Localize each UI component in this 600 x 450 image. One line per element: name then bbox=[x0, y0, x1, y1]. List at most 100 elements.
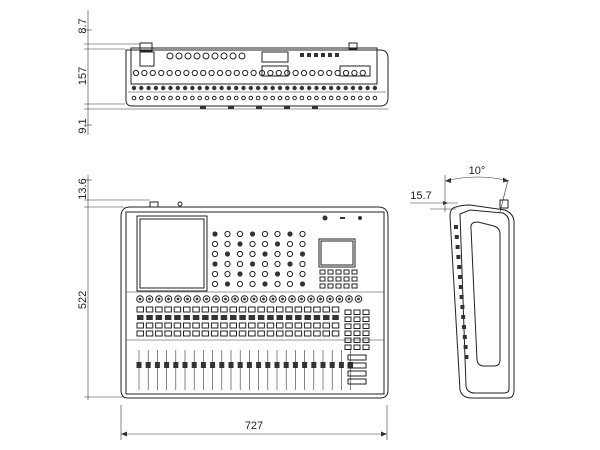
plan-encoder-cap bbox=[195, 297, 199, 301]
rear-jack bbox=[328, 85, 334, 91]
plan-encoder bbox=[307, 295, 315, 303]
plan-encoder bbox=[240, 295, 249, 303]
plan-channel-button bbox=[220, 330, 228, 337]
plan-channel-button bbox=[322, 322, 330, 329]
dim-rear-height: 157 bbox=[77, 67, 89, 85]
plan-encoder-cap bbox=[262, 297, 265, 301]
plan-knob bbox=[262, 281, 268, 287]
plan-encoder bbox=[164, 295, 173, 303]
rear-jack bbox=[336, 85, 341, 91]
plan-encoder bbox=[183, 295, 192, 303]
rear-jack bbox=[306, 95, 312, 101]
plan-right-key bbox=[362, 337, 370, 343]
plan-channel-button bbox=[229, 322, 237, 329]
rear-xlr bbox=[359, 69, 366, 77]
plan-fader-cap bbox=[320, 362, 326, 368]
plan-encoder bbox=[212, 295, 220, 303]
plan-encoder-cap bbox=[224, 297, 227, 301]
plan-knob bbox=[224, 270, 231, 278]
plan-channel-button bbox=[276, 330, 284, 337]
plan-right-bar bbox=[347, 362, 367, 369]
plan-right-key bbox=[362, 323, 370, 329]
plan-fader-cap bbox=[154, 362, 160, 368]
plan-knob bbox=[212, 231, 218, 237]
plan-channel-button bbox=[285, 306, 293, 313]
plan-channel-button bbox=[220, 306, 228, 313]
plan-knob bbox=[274, 280, 281, 288]
plan-encoder bbox=[288, 295, 296, 303]
plan-channel-button bbox=[174, 315, 181, 320]
rear-jack bbox=[255, 95, 261, 101]
plan-key bbox=[343, 276, 350, 282]
rear-jack bbox=[160, 95, 166, 101]
rear-connector bbox=[166, 52, 174, 60]
plan-encoder-cap bbox=[176, 297, 180, 301]
rear-jack bbox=[358, 85, 363, 91]
plan-right-key bbox=[353, 309, 361, 315]
side-knob bbox=[458, 285, 463, 289]
plan-view: 13.6 522 727 bbox=[77, 175, 389, 440]
plan-encoder bbox=[145, 295, 154, 303]
plan-channel-button bbox=[211, 315, 218, 320]
rear-jack bbox=[336, 95, 341, 101]
plan-knob bbox=[224, 230, 231, 238]
plan-encoder bbox=[297, 295, 306, 303]
rear-xlr bbox=[183, 69, 190, 77]
rear-jack bbox=[234, 85, 239, 91]
rear-jack bbox=[365, 95, 370, 101]
plan-encoder-cap bbox=[243, 297, 246, 301]
plan-channel-button bbox=[276, 315, 283, 320]
plan-channel-button bbox=[285, 322, 293, 329]
plan-fader-cap bbox=[164, 362, 170, 368]
plan-encoder-cap bbox=[138, 297, 142, 301]
plan-knob bbox=[286, 250, 294, 258]
rear-connector bbox=[202, 52, 210, 60]
plan-encoder-cap bbox=[271, 297, 275, 301]
plan-encoder-cap bbox=[148, 297, 151, 301]
plan-channel-button bbox=[238, 322, 247, 329]
rear-jack bbox=[255, 85, 261, 91]
plan-fader-cap bbox=[237, 362, 243, 368]
plan-knob bbox=[211, 280, 219, 288]
plan-channel-button bbox=[257, 330, 265, 337]
plan-channel-buttons bbox=[136, 306, 340, 337]
plan-channel-button bbox=[285, 315, 293, 320]
rear-jack bbox=[233, 95, 239, 101]
plan-channel-button bbox=[201, 306, 210, 313]
rear-jack bbox=[343, 95, 349, 101]
plan-knob bbox=[274, 260, 281, 268]
plan-knob bbox=[261, 240, 269, 248]
side-knob bbox=[457, 265, 462, 269]
plan-channel-button bbox=[313, 315, 321, 320]
rear-port bbox=[328, 53, 332, 57]
plan-channel-button bbox=[220, 315, 228, 320]
plan-encoder-cap bbox=[186, 297, 189, 301]
rear-xlr bbox=[166, 69, 173, 77]
plan-channel-button bbox=[146, 315, 153, 320]
plan-right-key bbox=[353, 344, 361, 350]
plan-encoder-cap bbox=[338, 297, 341, 301]
side-view: 10° 15.7 bbox=[410, 165, 515, 399]
rear-xlr bbox=[317, 69, 324, 77]
rear-xlr bbox=[342, 69, 350, 77]
plan-channel-button bbox=[136, 322, 144, 329]
plan-channel-button bbox=[331, 322, 340, 329]
plan-knob-grid bbox=[211, 230, 358, 289]
rear-jack bbox=[270, 85, 275, 91]
plan-knob bbox=[262, 251, 268, 257]
plan-channel-button bbox=[155, 322, 163, 329]
plan-encoder-cap bbox=[214, 297, 218, 301]
rear-jack bbox=[139, 85, 144, 91]
plan-encoder-cap bbox=[252, 297, 256, 301]
plan-fader-cap bbox=[246, 362, 252, 368]
plan-channel-button bbox=[210, 322, 219, 329]
plan-encoder-cap bbox=[328, 297, 332, 301]
dim-rear-bottom-margin: 9.1 bbox=[77, 118, 89, 133]
rear-jack bbox=[182, 85, 188, 91]
plan-fader-cap bbox=[265, 362, 271, 368]
plan-channel-button bbox=[313, 322, 321, 329]
plan-key bbox=[327, 276, 334, 282]
plan-channel-button bbox=[238, 330, 247, 337]
plan-key bbox=[335, 276, 342, 282]
plan-channel-button bbox=[145, 322, 154, 329]
